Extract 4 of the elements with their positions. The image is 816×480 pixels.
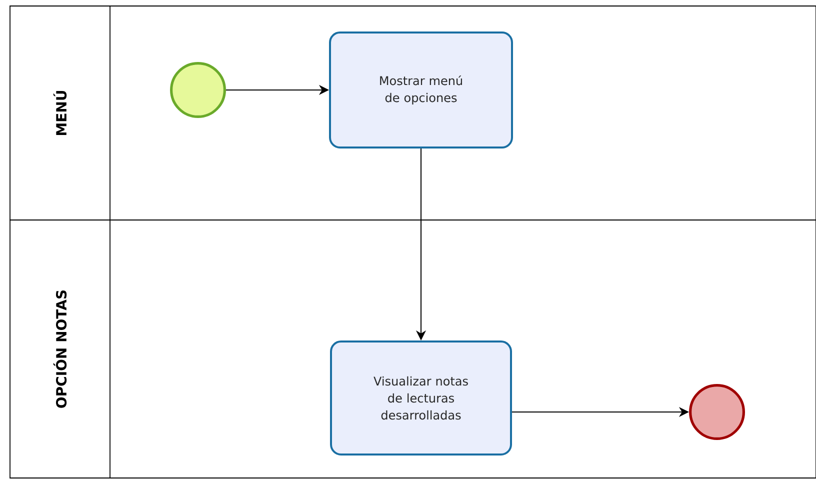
event-circle xyxy=(689,384,745,440)
task-box: Visualizar notas de lecturas desarrolladas xyxy=(330,340,512,456)
task-box: Mostrar menú de opciones xyxy=(329,32,513,148)
event-circle xyxy=(170,62,226,118)
